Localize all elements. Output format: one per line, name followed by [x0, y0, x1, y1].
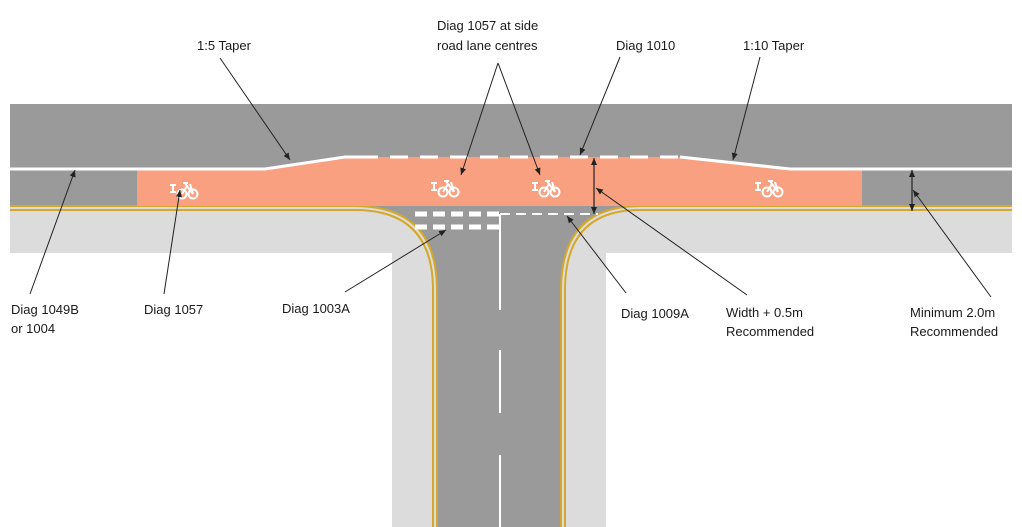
label-diag-1049b-1: Diag 1049B	[11, 302, 79, 317]
leader-lines	[29, 56, 992, 298]
label-taper-right: 1:10 Taper	[743, 38, 805, 53]
verge-right	[606, 253, 1012, 527]
label-diag-1049b-2: or 1004	[11, 321, 55, 336]
centreline-gap-1	[497, 413, 503, 455]
footway-side-right	[560, 207, 606, 527]
label-minimum-1: Minimum 2.0m	[910, 305, 995, 320]
label-diag-1003a: Diag 1003A	[282, 301, 350, 316]
centreline-gap-2	[497, 310, 503, 350]
verge-left	[10, 253, 392, 527]
label-taper-left: 1:5 Taper	[197, 38, 252, 53]
lane-markings	[10, 155, 1012, 527]
cycle-lane	[137, 157, 862, 206]
label-diag-1057-side-2: road lane centres	[437, 38, 538, 53]
label-diag-1057-side-1: Diag 1057 at side	[437, 18, 538, 33]
label-diag-1010: Diag 1010	[616, 38, 675, 53]
label-diag-1009a: Diag 1009A	[621, 306, 689, 321]
side-road-carriageway	[355, 207, 640, 527]
label-width-2: Recommended	[726, 324, 814, 339]
footway-side-left	[392, 207, 438, 527]
label-diag-1057: Diag 1057	[144, 302, 203, 317]
label-width-1: Width + 0.5m	[726, 305, 803, 320]
label-minimum-2: Recommended	[910, 324, 998, 339]
